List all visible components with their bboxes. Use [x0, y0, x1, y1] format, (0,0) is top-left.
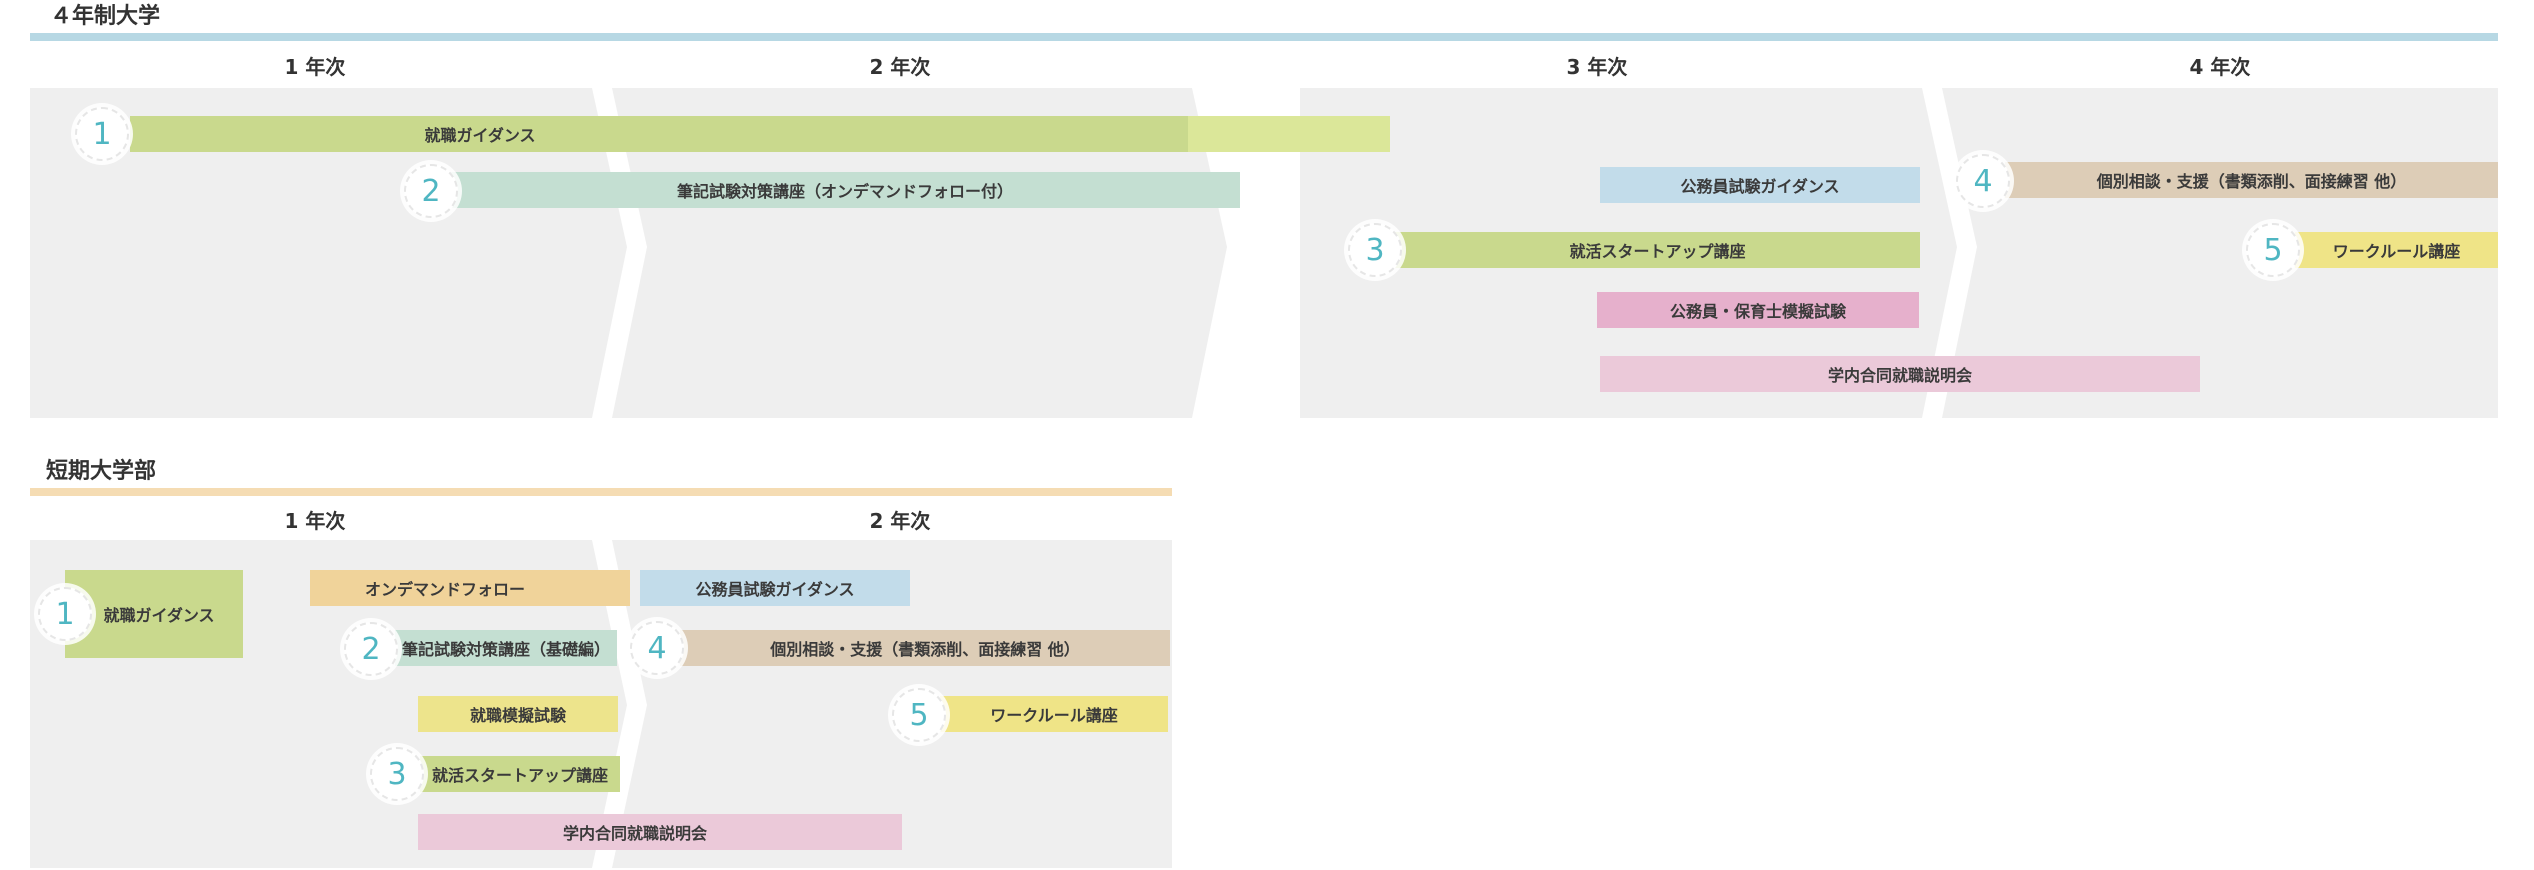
four-year-bar-guidance: 就職ガイダンス: [130, 116, 1390, 152]
four-year-number-4: 4: [1956, 154, 2010, 208]
junior-bar-mock-exam: 就職模擬試験: [418, 696, 618, 732]
four-year-title: ４年制大学: [50, 4, 161, 29]
four-year-year-4: 4 年次: [2189, 55, 2251, 79]
junior-number-3: 3: [370, 747, 424, 801]
four-year-bar-work-rule-label: ワークルール講座: [2332, 242, 2461, 261]
four-year-year-3: 3 年次: [1566, 55, 1628, 79]
junior-bar-written-test-label: 筆記試験対策講座（基礎編）: [401, 640, 610, 659]
four-year-bar-civil-guidance-label: 公務員試験ガイダンス: [1680, 177, 1840, 196]
junior-bar-startup-label: 就活スタートアップ講座: [431, 766, 608, 785]
junior-title: 短期大学部: [46, 459, 157, 484]
four-year-bar-mock-exam: 公務員・保育士模擬試験: [1597, 292, 1919, 328]
junior-rule: [30, 488, 1172, 496]
four-year-bar-work-rule: ワークルール講座: [2295, 232, 2498, 268]
four-year-bar-written-test-label: 筆記試験対策講座（オンデマンドフォロー付）: [676, 182, 1013, 201]
junior-number-4: 4: [630, 621, 684, 675]
four-year-bar-consult-label: 個別相談・支援（書類添削、面接練習 他）: [2096, 172, 2407, 191]
four-year-number-5: 5: [2246, 223, 2300, 277]
junior-bar-ondemand-label: オンデマンドフォロー: [364, 580, 525, 599]
junior-bar-civil-guidance: 公務員試験ガイダンス: [640, 570, 910, 606]
four-year-bar-guidance-extension: [1188, 116, 1390, 152]
junior-bar-work-rule: ワークルール講座: [940, 696, 1168, 732]
junior-bar-consult-label: 個別相談・支援（書類添削、面接練習 他）: [770, 640, 1080, 659]
four-year-year-1: 1 年次: [284, 55, 346, 79]
junior-year-2: 2 年次: [869, 509, 931, 533]
panel-year-2: [612, 88, 1227, 418]
junior-bar-work-rule-label: ワークルール講座: [990, 706, 1118, 725]
four-year-number-1: 1: [75, 107, 129, 161]
junior-bar-written-test: 筆記試験対策講座（基礎編）: [395, 630, 617, 666]
four-year-year-2: 2 年次: [869, 55, 931, 79]
junior-number-2: 2: [344, 622, 398, 676]
four-year-bar-guidance-label: 就職ガイダンス: [424, 126, 536, 145]
junior-bar-joint-fair-label: 学内合同就職説明会: [562, 824, 707, 843]
junior-bar-guidance: 就職ガイダンス: [65, 570, 243, 658]
four-year-bar-startup: 就活スタートアップ講座: [1395, 232, 1920, 268]
four-year-bar-joint-fair: 学内合同就職説明会: [1600, 356, 2200, 392]
junior-bar-startup: 就活スタートアップ講座: [420, 756, 620, 792]
junior-bar-joint-fair: 学内合同就職説明会: [418, 814, 902, 850]
junior-number-5: 5: [892, 688, 946, 742]
four-year-number-3: 3: [1348, 223, 1402, 277]
panel-year-1: [30, 88, 627, 418]
four-year-number-2: 2: [404, 164, 458, 218]
four-year-bar-written-test: 筆記試験対策講座（オンデマンドフォロー付）: [450, 172, 1240, 208]
four-year-bar-joint-fair-label: 学内合同就職説明会: [1827, 366, 1972, 385]
junior-panel-year-2: [612, 540, 1172, 868]
junior-bar-ondemand: オンデマンドフォロー: [310, 570, 630, 606]
junior-bar-guidance-label: 就職ガイダンス: [103, 606, 215, 625]
junior-number-1: 1: [38, 587, 92, 641]
four-year-bar-civil-guidance: 公務員試験ガイダンス: [1600, 167, 1920, 203]
four-year-rule: [30, 33, 2498, 41]
four-year-bar-startup-label: 就活スタートアップ講座: [1569, 242, 1746, 261]
four-year-bar-mock-exam-label: 公務員・保育士模擬試験: [1669, 302, 1846, 321]
junior-bar-consult: 個別相談・支援（書類添削、面接練習 他）: [680, 630, 1170, 666]
junior-year-1: 1 年次: [284, 509, 346, 533]
junior-bar-civil-guidance-label: 公務員試験ガイダンス: [695, 580, 855, 599]
four-year-bar-consult: 個別相談・支援（書類添削、面接練習 他）: [2005, 162, 2498, 198]
junior-bar-mock-exam-label: 就職模擬試験: [469, 706, 566, 725]
